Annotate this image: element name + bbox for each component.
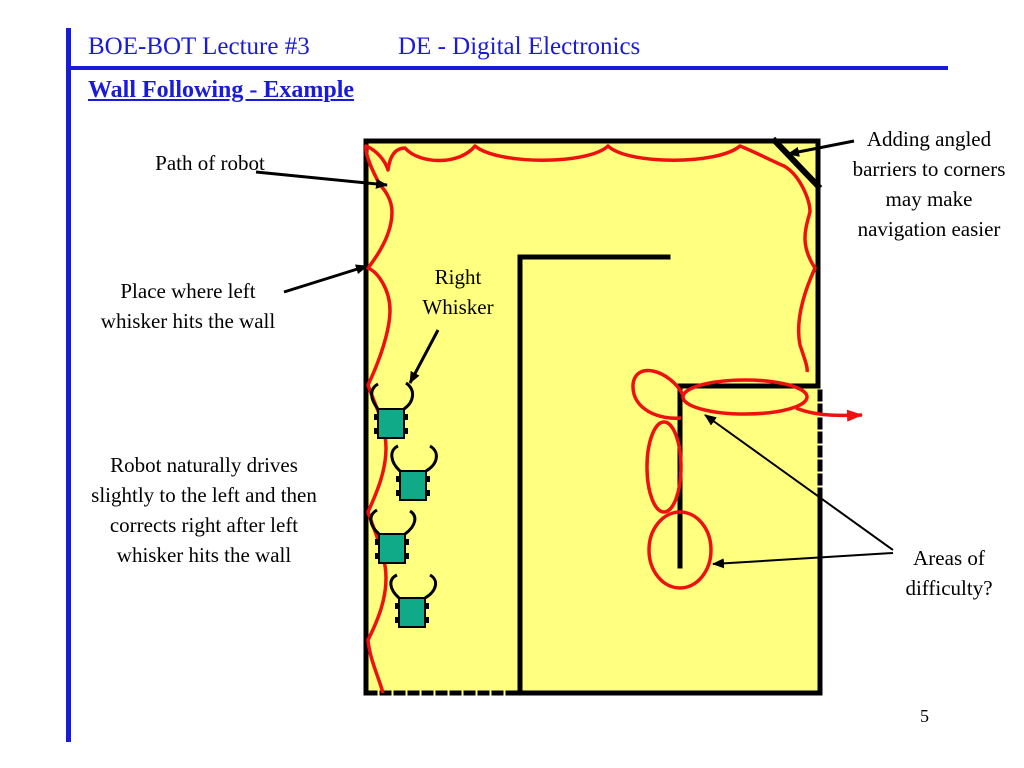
header-underline-bar	[66, 66, 948, 70]
maze-walls	[363, 136, 823, 696]
angled-corner-barrier	[770, 136, 823, 191]
path-loop-bottom	[647, 510, 713, 590]
robot-3	[369, 508, 417, 564]
path-exit-arrow	[795, 406, 863, 422]
robot-1	[370, 381, 414, 439]
inner-wall	[517, 254, 671, 696]
robot-path	[364, 144, 863, 694]
arrow-angled-barrier	[787, 139, 855, 157]
arrow-difficulty-2	[712, 552, 894, 569]
outer-wall-bottom-right	[517, 497, 823, 696]
stub-wall	[677, 383, 821, 569]
path-loop-left	[631, 368, 685, 420]
path-loop-middle	[645, 420, 683, 514]
maze-floor	[366, 140, 820, 695]
outer-wall-left-top-right	[363, 138, 821, 696]
lecture-title: BOE-BOT Lecture #3	[88, 33, 310, 60]
arrow-right-whisker	[408, 329, 440, 384]
slide-title: Wall Following - Example	[88, 77, 355, 103]
label-robot-drives: Robot naturally drives slightly to the l…	[91, 453, 317, 567]
arrow-left-whisker	[283, 264, 368, 294]
label-areas-of-difficulty: Areas of difficulty?	[905, 546, 993, 600]
course-title: DE - Digital Electronics	[398, 33, 641, 60]
label-right-whisker: Right Whisker	[422, 265, 494, 319]
robot-2	[390, 444, 438, 501]
callout-arrows	[255, 139, 894, 569]
left-accent-bar	[66, 28, 71, 742]
page-number: 5	[920, 706, 929, 726]
label-path-of-robot: Path of robot	[155, 151, 265, 175]
robot-4	[389, 573, 438, 628]
label-angled-barriers: Adding angled barriers to corners may ma…	[852, 127, 1006, 241]
arrow-path-of-robot	[255, 170, 388, 189]
arrow-difficulty-1	[704, 414, 894, 551]
label-left-whisker-hits: Place where left whisker hits the wall	[100, 279, 276, 333]
path-loop-top	[681, 378, 809, 416]
